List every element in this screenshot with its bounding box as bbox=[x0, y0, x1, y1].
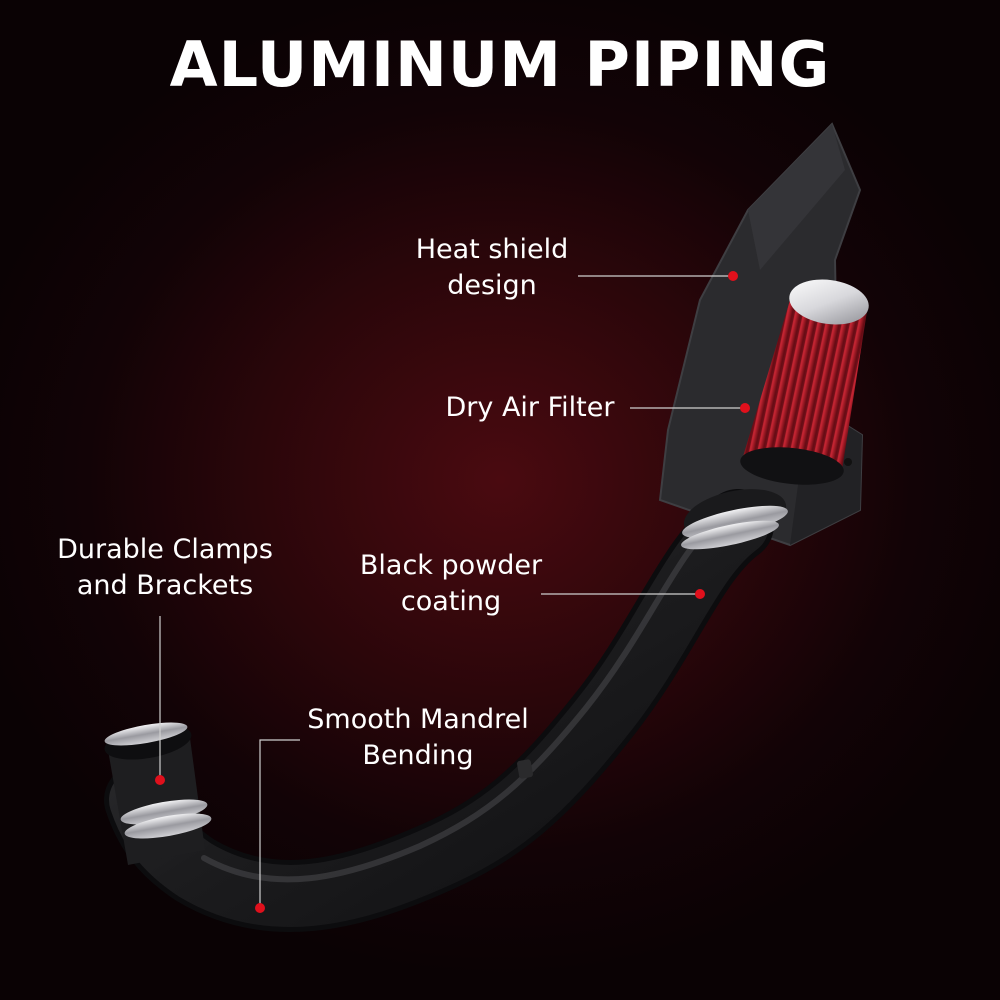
page-title: ALUMINUM PIPING bbox=[169, 28, 831, 101]
intake-pipe bbox=[104, 489, 774, 932]
mandrel-dot bbox=[255, 903, 265, 913]
callout-dry-filter-line1: Dry Air Filter bbox=[445, 392, 615, 423]
clamps-dot bbox=[155, 775, 165, 785]
top-coupler bbox=[681, 489, 788, 550]
callout-mandrel: Smooth Mandrel Bending bbox=[302, 702, 534, 774]
callout-clamps-line1: Durable Clamps bbox=[57, 534, 273, 565]
callout-heat-shield-line1: Heat shield bbox=[415, 234, 569, 265]
leader-lines bbox=[159, 275, 745, 908]
bottom-coupler bbox=[104, 722, 212, 865]
filter-dot bbox=[740, 403, 750, 413]
callout-powder-coating-line1: Black powder bbox=[359, 550, 543, 581]
coating-dot bbox=[695, 589, 705, 599]
callout-powder-coating: Black powder coating bbox=[356, 548, 546, 620]
callout-powder-coating-line2: coating bbox=[400, 586, 502, 617]
callout-heat-shield-line2: design bbox=[447, 270, 537, 301]
callout-mandrel-line2: Bending bbox=[362, 740, 474, 771]
callout-dots bbox=[155, 271, 750, 913]
callout-mandrel-line1: Smooth Mandrel bbox=[307, 704, 529, 735]
air-filter bbox=[740, 279, 869, 485]
callout-dry-filter: Dry Air Filter bbox=[440, 390, 620, 426]
heat-shield-dot bbox=[728, 271, 738, 281]
callout-heat-shield: Heat shield design bbox=[414, 232, 570, 304]
callout-clamps: Durable Clamps and Brackets bbox=[54, 532, 276, 604]
callout-clamps-line2: and Brackets bbox=[76, 570, 254, 601]
